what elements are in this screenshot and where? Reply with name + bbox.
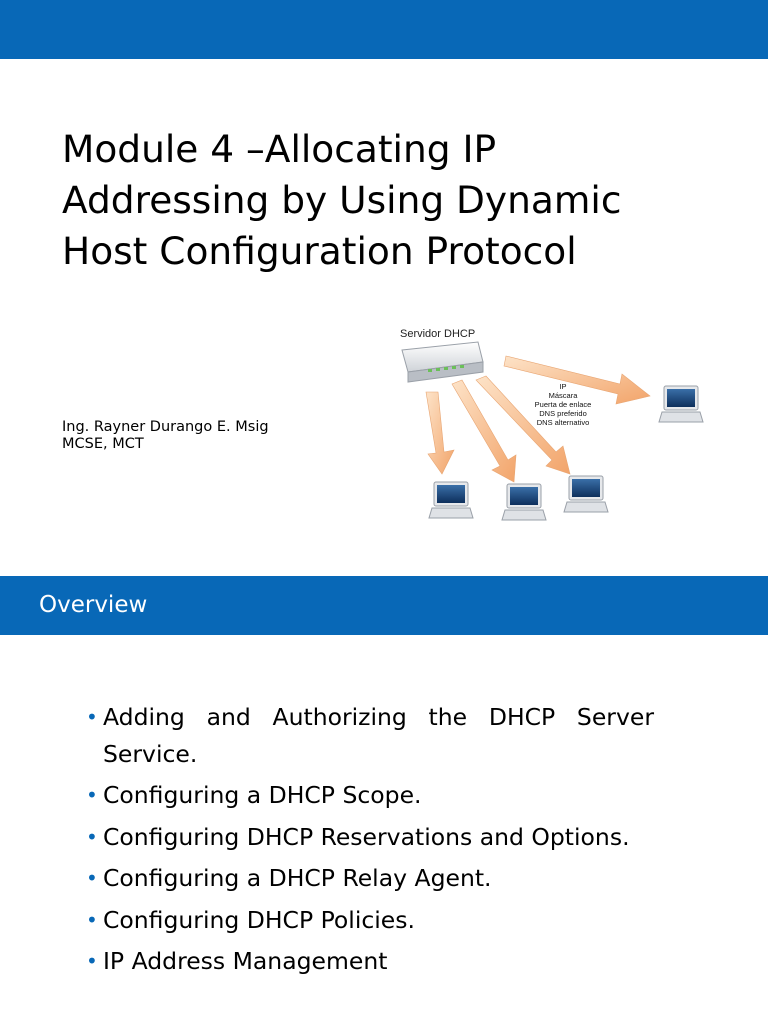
section-header-bar: Overview <box>0 576 768 635</box>
author-name: Ing. Rayner Durango E. Msig <box>62 419 269 435</box>
list-item: •Configuring a DHCP Scope. <box>86 777 654 814</box>
dhcp-info-text: IP Máscara Puerta de enlace DNS preferid… <box>535 382 592 427</box>
title-line: Addressing by Using Dynamic <box>62 178 622 222</box>
overview-slide: Overview •Adding and Authorizing the DHC… <box>0 576 768 1024</box>
arrow-down-1 <box>425 391 455 475</box>
bullet-icon: • <box>86 824 98 849</box>
info-ip: IP <box>559 382 566 391</box>
slide-title: Module 4 –Allocating IP Addressing by Us… <box>62 124 702 277</box>
header-bar <box>0 0 768 59</box>
section-heading: Overview <box>39 592 148 618</box>
list-item-text: Configuring a DHCP Scope. <box>103 781 422 809</box>
laptop-icon <box>501 483 547 521</box>
title-line: Module 4 –Allocating IP <box>62 127 497 171</box>
author-block: Ing. Rayner Durango E. Msig MCSE, MCT <box>62 419 269 453</box>
server-icon <box>401 341 484 383</box>
arrow-down-2 <box>451 379 517 483</box>
list-item: •IP Address Management <box>86 943 654 980</box>
bullet-icon: • <box>86 949 98 973</box>
bullet-icon: • <box>86 705 98 729</box>
laptop-icon <box>428 481 474 519</box>
list-item-text: Configuring a DHCP Relay Agent. <box>103 864 492 892</box>
info-dns-preferred: DNS preferido <box>539 409 587 418</box>
list-item-text: Configuring DHCP Reservations and Option… <box>103 822 630 851</box>
author-credentials: MCSE, MCT <box>62 436 144 452</box>
bullet-icon: • <box>86 783 98 807</box>
info-dns-alternate: DNS alternativo <box>537 418 590 427</box>
laptop-icon <box>563 475 609 513</box>
bullet-icon: • <box>86 907 98 932</box>
list-item: •Configuring a DHCP Relay Agent. <box>86 860 654 897</box>
overview-list: •Adding and Authorizing the DHCP Server … <box>86 699 654 985</box>
title-line: Host Configuration Protocol <box>62 229 577 273</box>
list-item: •Adding and Authorizing the DHCP Server … <box>86 699 654 772</box>
server-label: Servidor DHCP <box>400 328 475 340</box>
bullet-icon: • <box>86 866 98 890</box>
arrow-right <box>503 355 651 405</box>
list-item-text: Configuring DHCP Policies. <box>103 905 415 934</box>
dhcp-diagram: Servidor DHCP <box>388 322 718 530</box>
list-item-text: Adding and Authorizing the DHCP Server S… <box>103 703 654 768</box>
arrow-down-3 <box>475 375 571 475</box>
list-item-text: IP Address Management <box>103 947 388 975</box>
laptop-icon <box>658 385 704 423</box>
list-item: •Configuring DHCP Reservations and Optio… <box>86 819 654 856</box>
info-gateway: Puerta de enlace <box>535 400 592 409</box>
list-item: •Configuring DHCP Policies. <box>86 902 654 939</box>
title-slide: Module 4 –Allocating IP Addressing by Us… <box>0 0 768 530</box>
info-mask: Máscara <box>549 391 579 400</box>
